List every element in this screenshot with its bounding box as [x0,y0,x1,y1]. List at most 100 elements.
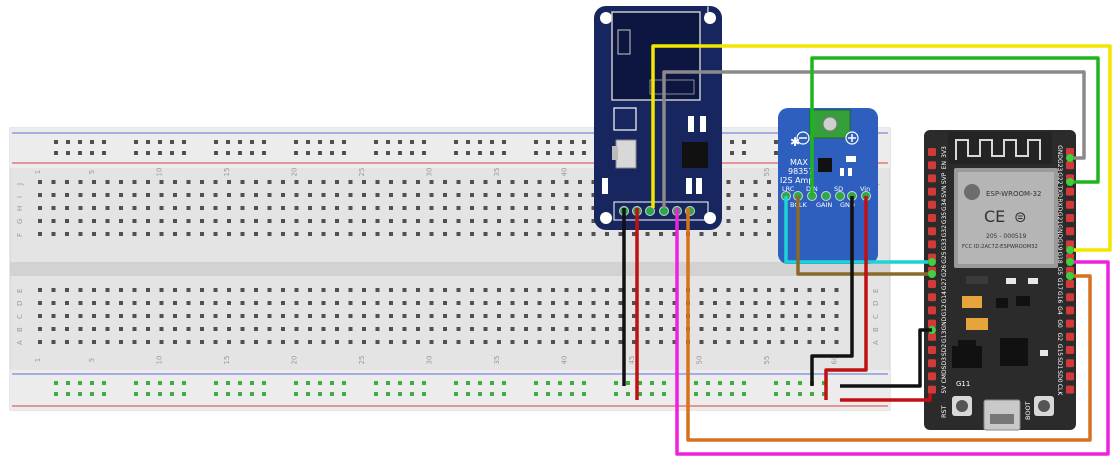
breadboard-column-number: 45 [628,356,636,365]
esp32-right-pin-label: G22 [1056,172,1063,184]
boot-button-cap[interactable] [1038,400,1050,412]
rail-hole [706,381,710,385]
rail-hole [546,381,550,385]
wifi-symbol-icon: ⊜ [1014,208,1027,226]
rail-hole [570,140,574,144]
breadboard-hole [753,340,758,344]
breadboard-hole [105,206,110,210]
breadboard-hole [416,288,420,292]
breadboard-hole [402,232,407,236]
esp32-right-pin [1066,280,1074,288]
breadboard-hole [267,288,272,292]
breadboard-hole [92,301,96,305]
esp32-right-pin-label: RXD [1056,198,1063,211]
breadboard-hole [551,232,555,236]
breadboard-hole [807,288,812,292]
breadboard-hole [456,219,461,223]
rail-hole [502,392,506,396]
breadboard-hole [132,288,137,292]
rst-button-cap[interactable] [956,400,968,412]
breadboard-hole [294,314,299,318]
esp32-right-pin-label: G18 [1056,251,1063,263]
rail-hole [214,140,218,144]
breadboard-hole [807,301,812,305]
breadboard-hole [753,288,758,292]
amp-title-line3: I2S Amp [780,176,813,185]
breadboard-hole [200,340,204,344]
rail-hole [146,392,150,396]
rail-hole [306,392,310,396]
rail-hole [410,392,414,396]
rail-hole [374,140,378,144]
breadboard-hole [213,327,218,331]
breadboard-hole [105,327,110,331]
rail-hole [330,151,334,155]
breadboard-hole [240,288,245,292]
breadboard-hole [564,180,569,184]
breadboard-hole [429,340,434,344]
breadboard-hole [335,206,339,210]
breadboard-hole [159,180,164,184]
esp32-right-pin-label: G19 [1056,238,1063,250]
breadboard-hole [497,232,501,236]
breadboard-column-number: 35 [493,168,501,177]
breadboard-hole [713,301,717,305]
breadboard-hole [753,180,758,184]
breadboard-hole [65,288,69,292]
rail-hole [558,381,562,385]
amp-star-icon: ✱ [790,135,800,149]
esp32-led [1040,350,1048,356]
breadboard-hole [119,327,123,331]
breadboard-hole [645,314,650,318]
esp32-right-pin [1066,240,1074,249]
rail-hole [158,392,162,396]
breadboard-column-number: 60 [831,356,839,365]
esp32-cap-3 [1028,278,1038,284]
rail-hole [182,151,186,155]
breadboard-hole [348,232,353,236]
breadboard-hole [308,180,312,184]
esp32-right-pin [1066,214,1074,222]
breadboard-hole [726,314,731,318]
breadboard-hole [429,180,434,184]
breadboard-hole [416,314,420,318]
rail-hole [558,392,562,396]
rail-hole [490,151,494,155]
breadboard-hole [753,314,758,318]
breadboard-hole [267,219,272,223]
breadboard-hole [132,219,137,223]
rail-hole [214,392,218,396]
breadboard-hole [132,232,137,236]
breadboard-hole [186,314,191,318]
rail-hole [422,392,426,396]
breadboard-hole [753,232,758,236]
wire-cyan [784,196,928,264]
rail-hole [90,151,94,155]
rail-hole [650,392,654,396]
amp-chip [818,158,832,172]
breadboard-column-number: 15 [223,356,231,365]
breadboard-hole [483,314,488,318]
breadboard-hole [308,232,312,236]
breadboard-hole [578,314,582,318]
rail-hole [214,151,218,155]
esp32-right-pin-label: G2 [1056,333,1063,342]
breadboard-hole [821,301,825,305]
breadboard-hole [578,327,582,331]
breadboard-hole [92,180,96,184]
breadboard-hole [672,288,677,292]
breadboard-hole [416,340,420,344]
breadboard-column-number: 50 [696,356,704,365]
breadboard-hole [119,314,123,318]
breadboard-hole [470,232,474,236]
sd-card-contacts [649,79,695,95]
breadboard-hole [227,193,231,197]
esp32-right-pin [1066,306,1074,315]
breadboard-hole [699,327,704,331]
breadboard-hole [294,232,299,236]
breadboard-hole [362,288,366,292]
rail-hole [182,140,186,144]
breadboard-hole [227,327,231,331]
breadboard-hole [348,206,353,210]
esp32-connected-pin [928,258,936,266]
